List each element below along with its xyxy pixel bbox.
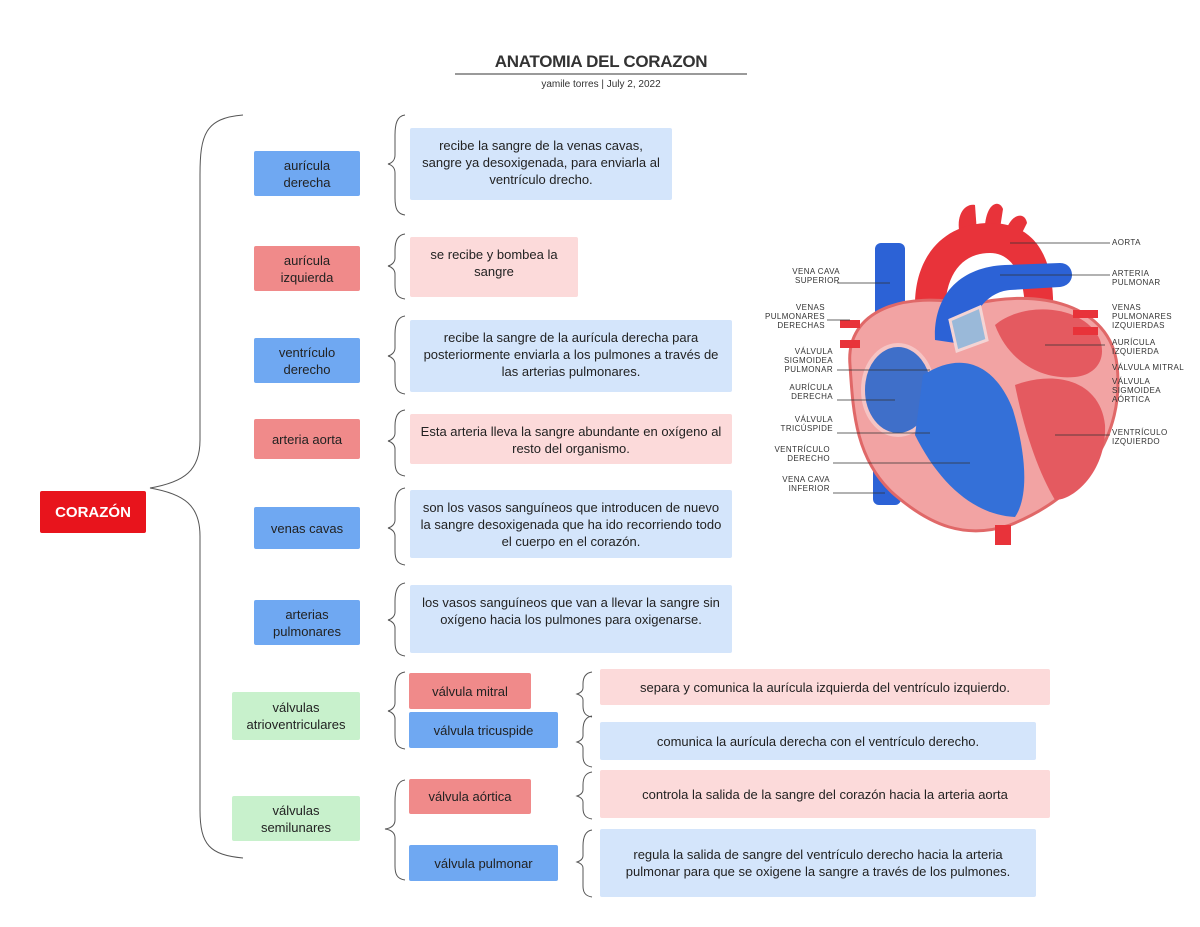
desc-ventriculo-derecho: recibe la sangre de la aurícula derecha … bbox=[410, 320, 732, 392]
desc-valvula-tricuspide: comunica la aurícula derecha con el vent… bbox=[600, 722, 1036, 760]
heart-label-valvula-sigmoidea-pulmonar: VÁLVULA SIGMOIDEA PULMONAR bbox=[784, 347, 833, 374]
desc-auricula-izquierda: se recibe y bombea la sangre bbox=[410, 237, 578, 297]
heart-label-valvula-sigmoidea-aortica: VÁLVULA SIGMOIDEA AÓRTICA bbox=[1112, 377, 1161, 404]
title-divider bbox=[455, 73, 747, 75]
heart-label-vena-cava-inferior: VENA CAVA INFERIOR bbox=[782, 475, 830, 493]
node-valvula-pulmonar: válvula pulmonar bbox=[409, 845, 558, 881]
heart-label-auricula-derecha: AURÍCULA DERECHA bbox=[789, 383, 833, 401]
desc-auricula-derecha: recibe la sangre de la venas cavas, sang… bbox=[410, 128, 672, 200]
root-node-corazon: CORAZÓN bbox=[40, 491, 146, 533]
heart-label-arteria-pulmonar: ARTERIA PULMONAR bbox=[1112, 269, 1161, 287]
heart-label-venas-pulmonares-izquierdas: VENAS PULMONARES IZQUIERDAS bbox=[1112, 303, 1173, 330]
desc-valvula-aortica: controla la salida de la sangre del cora… bbox=[600, 770, 1050, 818]
node-valvula-aortica: válvula aórtica bbox=[409, 779, 531, 814]
desc-arteria-aorta: Esta arteria lleva la sangre abundante e… bbox=[410, 414, 732, 464]
desc-valvula-pulmonar: regula la salida de sangre del ventrícul… bbox=[600, 829, 1036, 897]
heart-label-aorta: AORTA bbox=[1112, 238, 1141, 247]
node-valvula-tricuspide: válvula tricuspide bbox=[409, 712, 558, 748]
node-valvulas-semilunares: válvulas semilunares bbox=[232, 796, 360, 841]
node-venas-cavas: venas cavas bbox=[254, 507, 360, 549]
desc-venas-cavas: son los vasos sanguíneos que introducen … bbox=[410, 490, 732, 558]
node-arteria-aorta: arteria aorta bbox=[254, 419, 360, 459]
desc-arterias-pulmonares: los vasos sanguíneos que van a llevar la… bbox=[410, 585, 732, 653]
node-valvula-mitral: válvula mitral bbox=[409, 673, 531, 709]
heart-illustration: VENA CAVA SUPERIOR VENAS PULMONARES DERE… bbox=[755, 195, 1200, 550]
heart-label-ventriculo-derecho: VENTRÍCULO DERECHO bbox=[774, 445, 830, 463]
heart-label-vena-cava-superior: VENA CAVA SUPERIOR bbox=[792, 267, 840, 285]
node-auricula-derecha: aurícula derecha bbox=[254, 151, 360, 196]
heart-label-venas-pulmonares-derechas: VENAS PULMONARES DERECHAS bbox=[764, 303, 825, 330]
heart-label-valvula-mitral: VÁLVULA MITRAL bbox=[1112, 363, 1185, 372]
heart-label-auricula-izquierda: AURÍCULA IZQUIERDA bbox=[1112, 338, 1160, 356]
node-arterias-pulmonares: arterias pulmonares bbox=[254, 600, 360, 645]
page-title: ANATOMIA DEL CORAZON bbox=[494, 52, 708, 71]
heart-label-valvula-tricuspide: VÁLVULA TRICÚSPIDE bbox=[780, 415, 833, 433]
node-ventriculo-derecho: ventrículo derecho bbox=[254, 338, 360, 383]
node-auricula-izquierda: aurícula izquierda bbox=[254, 246, 360, 291]
desc-valvula-mitral: separa y comunica la aurícula izquierda … bbox=[600, 669, 1050, 705]
page-subtitle: yamile torres | July 2, 2022 bbox=[541, 79, 661, 90]
node-valvulas-atrioventriculares: válvulas atrioventriculares bbox=[232, 692, 360, 740]
heart-drawing bbox=[827, 203, 1120, 545]
heart-label-ventriculo-izquierdo: VENTRÍCULO IZQUIERDO bbox=[1112, 428, 1168, 446]
